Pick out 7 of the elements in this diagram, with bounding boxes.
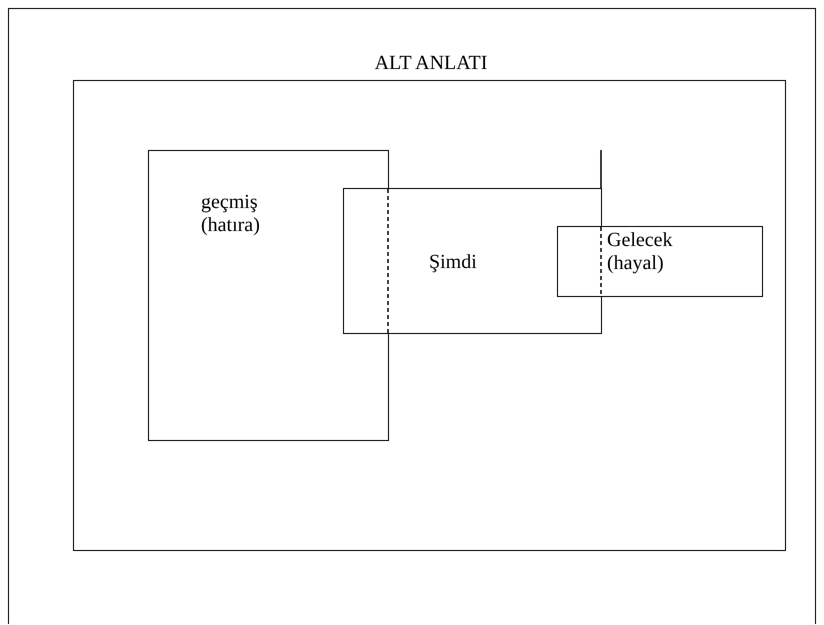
present-box — [343, 188, 602, 334]
past-box — [148, 150, 389, 441]
node-text: Şimdi — [429, 251, 478, 274]
future-box — [557, 226, 763, 297]
node-text: ALT ANLATI — [374, 52, 488, 75]
node-text: geçmiş (hatıra) — [201, 191, 261, 237]
node-text: Gelecek (hayal) — [607, 229, 674, 275]
